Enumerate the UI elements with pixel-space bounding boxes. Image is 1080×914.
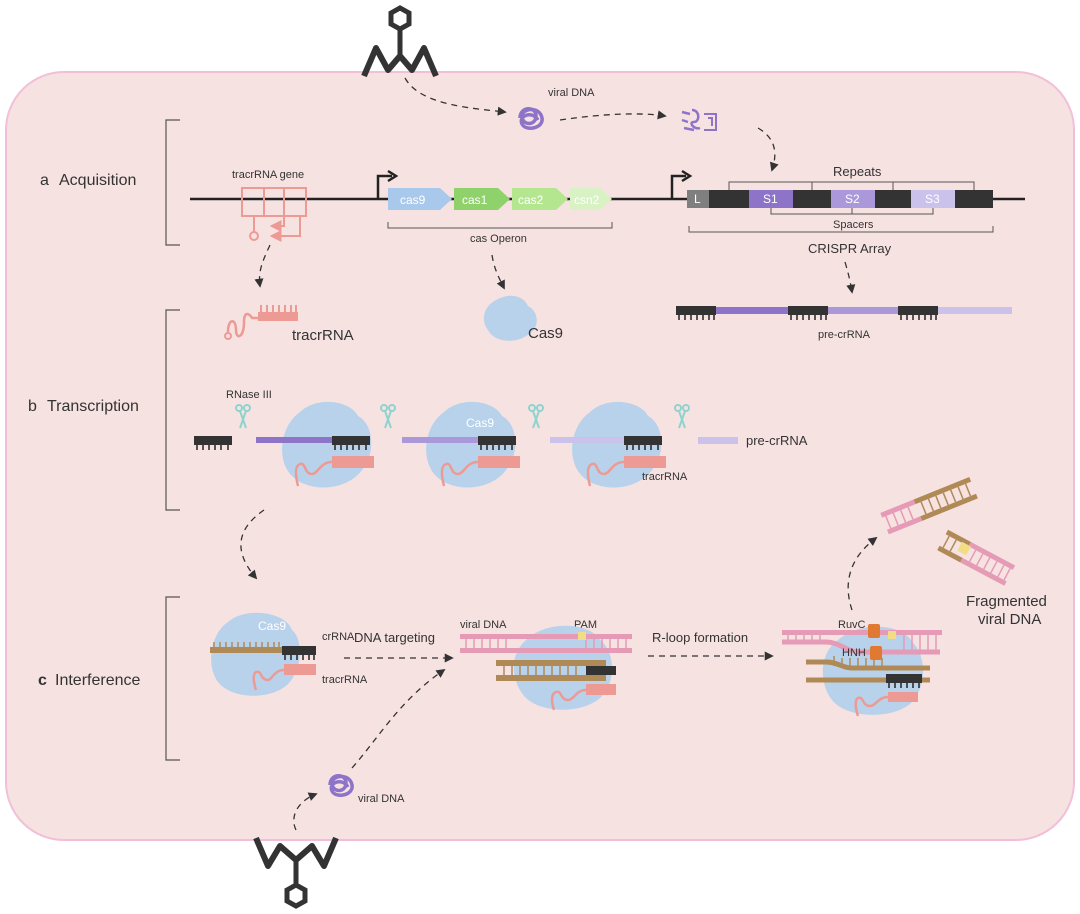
spacer-s2 [831, 190, 875, 208]
rloop-complex [782, 624, 942, 717]
stage-c-letter: c [38, 672, 47, 689]
leader-label: L [694, 192, 701, 206]
viral-dna-bottom-label: viral DNA [358, 793, 405, 805]
spacer-s1 [749, 190, 793, 208]
dna-fragment [880, 477, 978, 535]
tracrrna-gene-label: tracrRNA gene [232, 169, 304, 181]
pre-crrna-mid-label: pre-crRNA [746, 433, 808, 448]
dna-fragment [937, 529, 1016, 586]
repeat [709, 190, 749, 208]
stage-b-name: Transcription [47, 398, 139, 415]
spacer-s3 [911, 190, 955, 208]
stage-a-letter: a [40, 172, 49, 189]
cas9-gene-label: cas9 [400, 193, 426, 207]
leader [687, 190, 709, 208]
s1-label: S1 [763, 192, 778, 206]
scissors-icon [380, 404, 396, 429]
crispr-array: L S1 S2 S3 [687, 190, 993, 208]
tracrrna-interf-label: tracrRNA [322, 674, 368, 686]
ruvc-label: RuvC [838, 619, 866, 631]
cas9-complex [550, 401, 666, 488]
cas2-gene: cas2 [512, 188, 568, 210]
cas2-gene-label: cas2 [518, 193, 544, 207]
fragmented-label-2: viral DNA [978, 611, 1041, 628]
repeats-label: Repeats [833, 164, 882, 179]
pre-crrna-top-label: pre-crRNA [818, 329, 871, 341]
cas9-gene: cas9 [388, 188, 452, 210]
scissors-icon [235, 404, 251, 429]
cas-operon-label: cas Operon [470, 233, 527, 245]
promoter-arrow-icon [670, 169, 693, 199]
target-complex [460, 625, 632, 711]
cas1-gene: cas1 [454, 188, 510, 210]
viral-dna-target-label: viral DNA [460, 619, 507, 631]
cas1-gene-label: cas1 [462, 193, 488, 207]
fragmented-label-1: Fragmented [966, 593, 1047, 610]
phage-icon [253, 836, 339, 909]
csn2-gene: csn2 [570, 188, 612, 210]
rloop-label: R-loop formation [652, 630, 748, 645]
scissors-icon [674, 404, 690, 429]
cas9-complex-label: Cas9 [466, 416, 494, 430]
scissors-icon [528, 404, 544, 429]
hnh-label: HNH [842, 647, 866, 659]
crrna-label: crRNA [322, 631, 355, 643]
cas9-interf-label: Cas9 [258, 619, 286, 633]
viral-dna-coil-icon [328, 774, 354, 797]
tracrrna-molecule [224, 305, 298, 340]
stage-b-letter: b [28, 398, 37, 415]
s3-label: S3 [925, 192, 940, 206]
dna-targeting-label: DNA targeting [354, 630, 435, 645]
cas9-protein [483, 295, 537, 341]
phage-icon [361, 5, 439, 78]
spacers-label: Spacers [833, 219, 874, 231]
repeat [875, 190, 911, 208]
viral-dna-coil-icon [518, 107, 544, 130]
cas9-complex: Cas9 [402, 401, 520, 488]
viral-dna-fragments-icon [681, 108, 717, 132]
repeat [793, 190, 831, 208]
stage-c-name: Interference [55, 672, 140, 689]
viral-dna-top-label: viral DNA [548, 87, 595, 99]
stage-a-name: Acquisition [59, 172, 136, 189]
csn2-gene-label: csn2 [574, 193, 600, 207]
cas9-protein-label: Cas9 [528, 325, 563, 342]
cas9-complex [256, 401, 374, 488]
repeat [955, 190, 993, 208]
crispr-array-label: CRISPR Array [808, 241, 892, 256]
promoter-arrow-icon [376, 169, 399, 199]
tracrrna-gene [241, 187, 307, 242]
cas9-crrna-complex [210, 612, 316, 696]
s2-label: S2 [845, 192, 860, 206]
tracrrna-small-label: tracrRNA [642, 471, 688, 483]
rnase3-label: RNase III [226, 389, 272, 401]
pre-crrna-top [676, 306, 1012, 320]
tracrrna-label: tracrRNA [292, 327, 354, 344]
